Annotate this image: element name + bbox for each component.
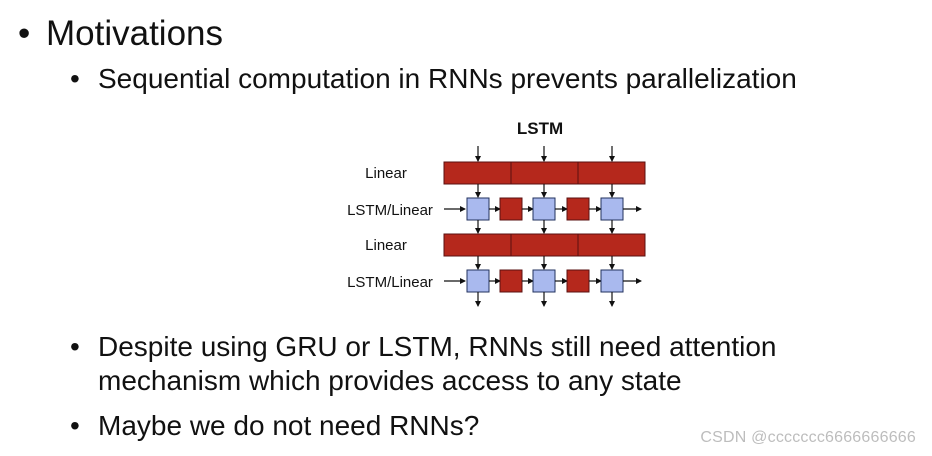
slide-heading: Motivations: [46, 14, 224, 53]
lstm-diagram-svg: LSTM Linear LSTM/Linear Linear LSTM/Line…: [347, 119, 646, 307]
row-label-linear-1: Linear: [365, 165, 407, 182]
lstm-cell-box: [532, 269, 556, 293]
diagram-shapes: [443, 146, 646, 307]
bullet-dot: •: [70, 331, 80, 362]
lstm-cell-box: [466, 197, 490, 221]
lstm-cell-box: [600, 197, 624, 221]
diagram-title: LSTM: [517, 119, 563, 138]
row-label-linear-2: Linear: [365, 237, 407, 254]
bullet-dot: •: [18, 14, 31, 53]
linear-segment: [510, 161, 579, 185]
heading-bullet: • Motivations: [18, 12, 223, 56]
linear-segment: [443, 233, 512, 257]
bullet-sequential: • Sequential computation in RNNs prevent…: [70, 62, 797, 96]
lstm-cell-box: [532, 197, 556, 221]
bullet-attention: • Despite using GRU or LSTM, RNNs still …: [70, 330, 868, 398]
linear-cell-box: [566, 269, 590, 293]
linear-cell-box: [566, 197, 590, 221]
linear-segment: [510, 233, 579, 257]
linear-cell-box: [499, 269, 523, 293]
bullet-text-attention: Despite using GRU or LSTM, RNNs still ne…: [98, 331, 777, 396]
lstm-cell-box: [466, 269, 490, 293]
bullet-text-no-rnns: Maybe we do not need RNNs?: [98, 410, 480, 441]
linear-segment: [443, 161, 512, 185]
bullet-text-sequential: Sequential computation in RNNs prevents …: [98, 63, 797, 94]
bullet-dot: •: [70, 63, 80, 94]
lstm-cell-box: [600, 269, 624, 293]
linear-segment: [577, 161, 646, 185]
bullet-dot: •: [70, 410, 80, 441]
row-label-lstm-linear-1: LSTM/Linear: [347, 202, 433, 219]
linear-cell-box: [499, 197, 523, 221]
linear-segment: [577, 233, 646, 257]
row-label-lstm-linear-2: LSTM/Linear: [347, 274, 433, 291]
csdn-watermark: CSDN @ccccccc6666666666: [700, 429, 916, 446]
bullet-no-rnns: • Maybe we do not need RNNs?: [70, 409, 479, 443]
lstm-diagram: LSTM Linear LSTM/Linear Linear LSTM/Line…: [330, 112, 660, 310]
